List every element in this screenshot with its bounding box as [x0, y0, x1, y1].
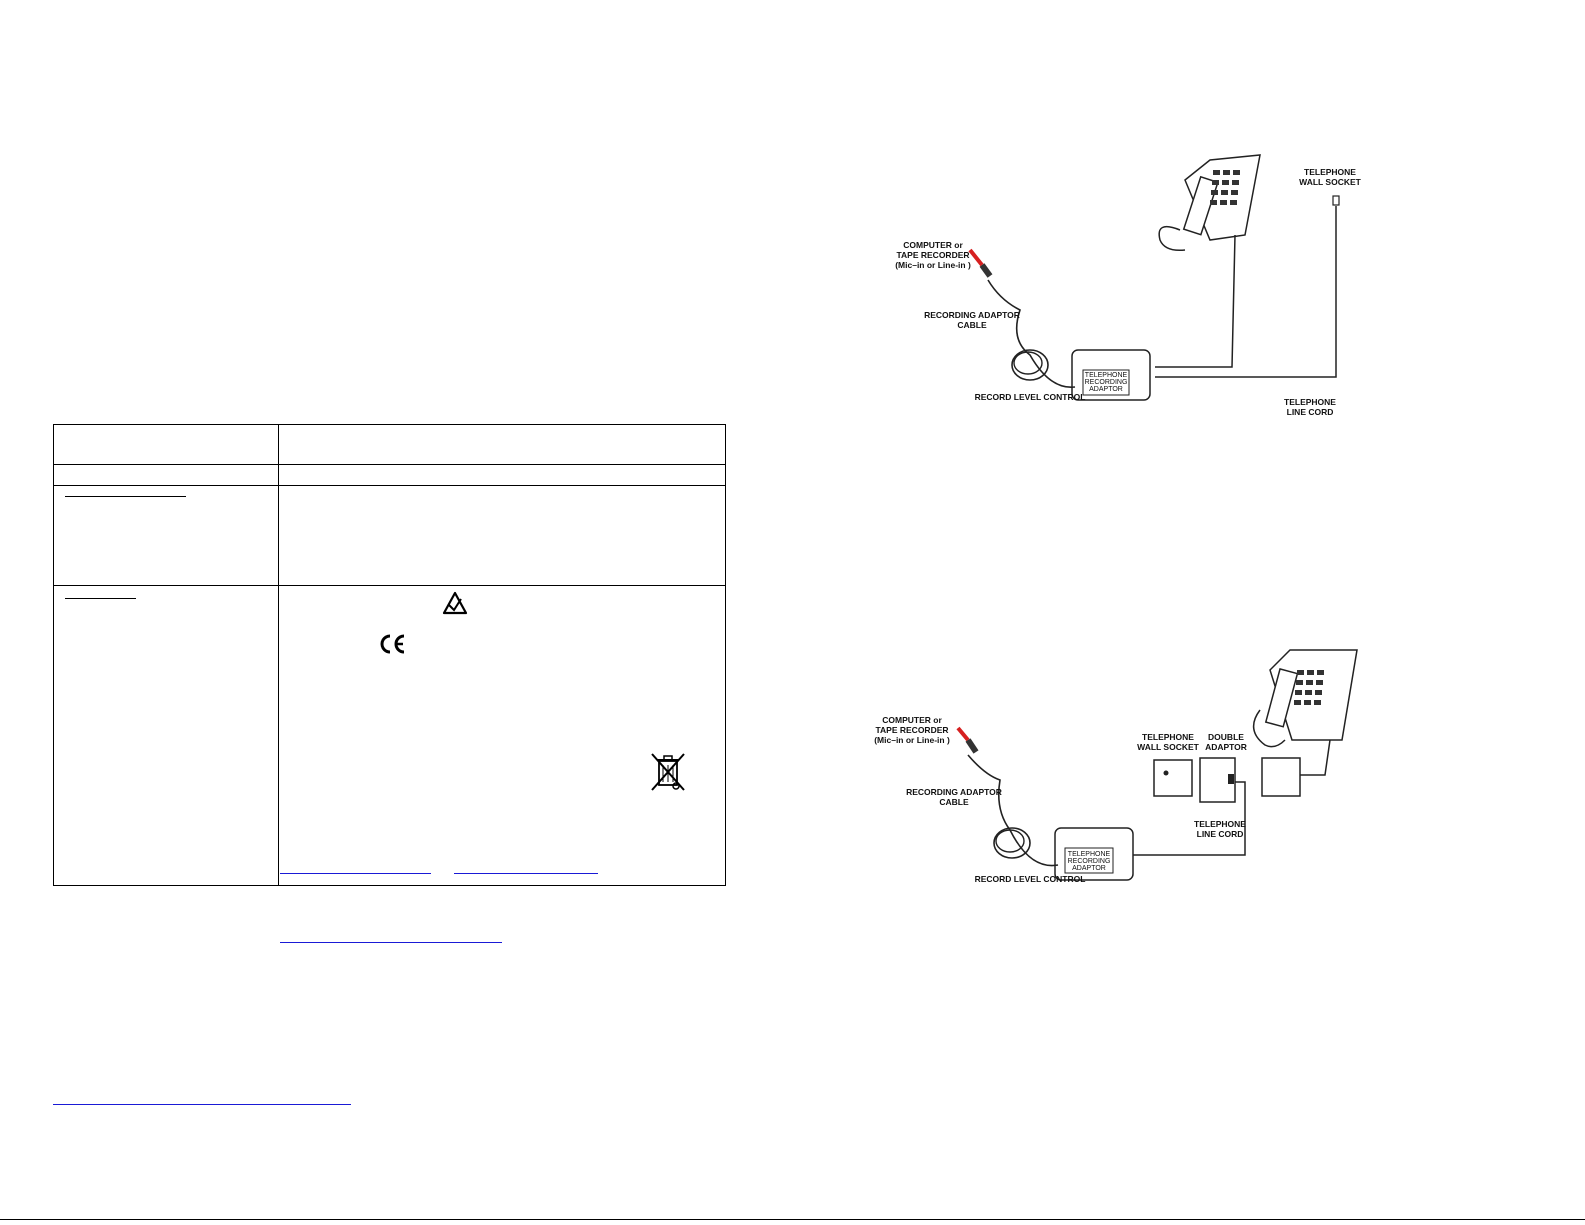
table-row-divider: [54, 585, 725, 586]
web-link[interactable]: [53, 1104, 351, 1105]
connection-diagram-direct: TELEPHONE RECORDING ADAPTOR COMPUTER or …: [895, 154, 1362, 417]
control-label: RECORD LEVEL CONTROL: [975, 392, 1086, 402]
page-bottom-rule: [0, 1219, 1585, 1220]
source-label-line: (Mic–in or Line-in ): [895, 260, 971, 270]
web-link[interactable]: [280, 873, 431, 874]
control-label: RECORD LEVEL CONTROL: [975, 874, 1086, 884]
wall-socket-icon: [1332, 195, 1340, 206]
section-heading: [65, 495, 186, 497]
double-adaptor-label-line: DOUBLE: [1208, 732, 1244, 742]
socket-label-line: WALL SOCKET: [1137, 742, 1200, 752]
connection-diagram-double-adaptor: TELEPHONE RECORDING ADAPTOR COMPUTER or …: [874, 649, 1358, 884]
source-label-line: COMPUTER or: [903, 240, 963, 250]
spec-table: [53, 424, 726, 886]
phone-plug-icon: [1261, 757, 1301, 797]
ce-mark-icon: [380, 634, 405, 654]
source-label-line: COMPUTER or: [882, 715, 942, 725]
socket-label-line: TELEPHONE: [1142, 732, 1194, 742]
telephone-icon: [1158, 154, 1261, 252]
line-cord-label-line: LINE CORD: [1287, 407, 1334, 417]
socket-label-line: TELEPHONE: [1304, 167, 1356, 177]
telephone-icon: [1252, 649, 1358, 748]
source-label-line: TAPE RECORDER: [875, 725, 948, 735]
wall-socket-icon: [1153, 759, 1193, 797]
source-label-line: TAPE RECORDER: [896, 250, 969, 260]
recording-adaptor-icon: TELEPHONE RECORDING ADAPTOR: [1071, 349, 1151, 401]
cable-label-line: CABLE: [939, 797, 969, 807]
table-row-divider: [54, 485, 725, 486]
line-cord-label-line: LINE CORD: [1197, 829, 1244, 839]
cable-label-line: RECORDING ADAPTOR: [924, 310, 1020, 320]
double-adaptor-label-line: ADAPTOR: [1205, 742, 1247, 752]
adaptor-label-line: RECORDING: [1085, 379, 1128, 386]
line-cord-label-line: TELEPHONE: [1194, 819, 1246, 829]
adaptor-label-line: ADAPTOR: [1089, 386, 1123, 393]
audio-plug-icon: [968, 248, 993, 278]
adaptor-label-line: TELEPHONE: [1068, 851, 1111, 858]
source-label-line: (Mic–in or Line-in ): [874, 735, 950, 745]
double-adaptor-icon: [1199, 757, 1236, 803]
adaptor-label-line: RECORDING: [1068, 858, 1111, 865]
recording-adaptor-icon: TELEPHONE RECORDING ADAPTOR: [1054, 827, 1134, 881]
weee-crossed-bin-icon: [651, 753, 685, 791]
audio-plug-icon: [956, 726, 979, 754]
socket-label-line: WALL SOCKET: [1299, 177, 1362, 187]
adaptor-label-line: ADAPTOR: [1072, 865, 1106, 872]
web-link[interactable]: [280, 942, 502, 943]
rcm-compliance-mark-icon: [442, 591, 468, 615]
table-row-divider: [54, 464, 725, 465]
table-column-divider: [278, 425, 279, 885]
web-link[interactable]: [454, 873, 598, 874]
section-heading: [65, 597, 136, 599]
cable-label-line: CABLE: [957, 320, 987, 330]
adaptor-label-line: TELEPHONE: [1085, 372, 1128, 379]
line-cord-label-line: TELEPHONE: [1284, 397, 1336, 407]
cable-label-line: RECORDING ADAPTOR: [906, 787, 1002, 797]
